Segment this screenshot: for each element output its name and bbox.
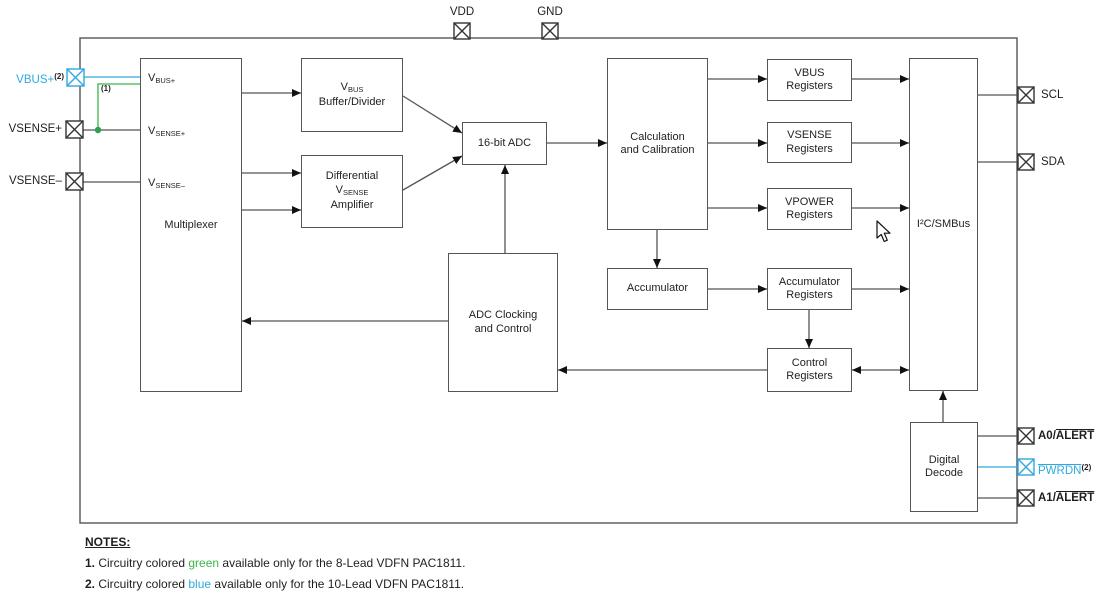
pin-scl-icon xyxy=(1017,86,1035,104)
multiplexer-label: Multiplexer xyxy=(164,219,218,231)
blue-wires xyxy=(84,76,1018,468)
pin-sda-icon xyxy=(1017,153,1035,171)
pin-vsense-plus-label: VSENSE+ xyxy=(8,123,62,135)
pin-vdd-icon xyxy=(453,22,471,40)
pin-a1-alert-label: A1/ALERT xyxy=(1038,492,1095,504)
pin-symbols xyxy=(65,22,1035,507)
notes-heading: NOTES: xyxy=(85,535,131,549)
mux-input-vsense-minus: VSENSE– xyxy=(148,177,185,190)
block-accumulator: Accumulator xyxy=(607,268,708,310)
block-adc-clocking-control: ADC Clocking and Control xyxy=(448,253,558,392)
block-i2c-smbus: I²C/SMBus xyxy=(909,58,978,391)
pin-sda-label: SDA xyxy=(1041,156,1065,168)
block-vsense-registers: VSENSE Registers xyxy=(767,122,852,163)
green-wire-footnote: (1) xyxy=(101,84,111,93)
pin-vdd-label: VDD xyxy=(449,6,475,18)
mux-input-vsense-plus: VSENSE+ xyxy=(148,125,186,138)
green-junction-dot xyxy=(94,126,102,134)
block-vbus-registers: VBUS Registers xyxy=(767,59,852,101)
pin-a1-alert-icon xyxy=(1017,489,1035,507)
pin-a0-alert-label: A0/ALERT xyxy=(1038,430,1095,442)
mouse-cursor-icon xyxy=(876,220,891,243)
pin-vsense-minus-label: VSENSE– xyxy=(8,175,62,187)
note-1: 1. Circuitry colored green available onl… xyxy=(85,556,466,570)
pin-vbus-plus-icon xyxy=(66,68,85,87)
note-2: 2. Circuitry colored blue available only… xyxy=(85,577,465,591)
block-digital-decode: Digital Decode xyxy=(910,422,978,512)
block-vpower-registers: VPOWER Registers xyxy=(767,188,852,230)
pin-vsense-plus-icon xyxy=(65,120,84,139)
pin-a0-alert-icon xyxy=(1017,427,1035,445)
pin-scl-label: SCL xyxy=(1041,89,1064,101)
block-vbus-buffer-divider: VBUS Buffer/Divider xyxy=(301,58,403,132)
mux-input-vbus: VBUS+ xyxy=(148,72,176,85)
notes-section: NOTES: 1. Circuitry colored green availa… xyxy=(85,535,645,598)
block-16bit-adc: 16-bit ADC xyxy=(462,122,547,165)
pin-gnd-icon xyxy=(541,22,559,40)
blue-pin-symbols xyxy=(66,68,1035,476)
pin-gnd-label: GND xyxy=(537,6,563,18)
pin-pwrdn-icon xyxy=(1017,458,1035,476)
block-accumulator-registers: Accumulator Registers xyxy=(767,268,852,310)
block-control-registers: Control Registers xyxy=(767,348,852,392)
block-differential-vsense-amplifier: Differential VSENSE Amplifier xyxy=(301,155,403,228)
black-wires xyxy=(83,75,1018,499)
pin-pwrdn-label: PWRDN(2) xyxy=(1038,463,1092,477)
pin-vbus-plus-label: VBUS+(2) xyxy=(16,72,64,86)
pin-vsense-minus-icon xyxy=(65,172,84,191)
block-multiplexer: VBUS+ VSENSE+ VSENSE– Multiplexer xyxy=(140,58,242,392)
green-wire xyxy=(94,83,140,134)
block-calculation-calibration: Calculation and Calibration xyxy=(607,58,708,230)
